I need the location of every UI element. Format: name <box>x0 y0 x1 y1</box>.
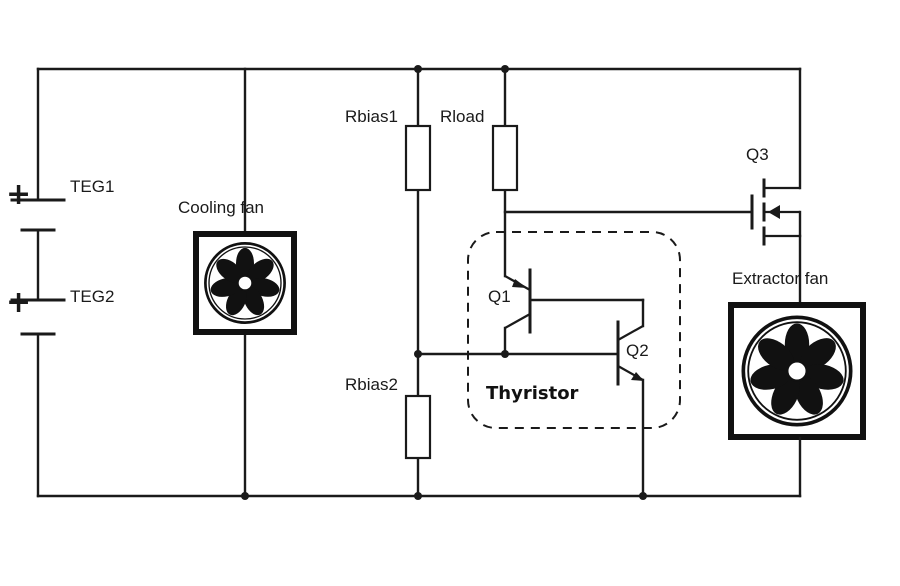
teg1-label: TEG1 <box>70 177 114 196</box>
junction-dots <box>241 65 647 500</box>
cooling-fan-label: Cooling fan <box>178 198 264 217</box>
teg2-battery: + TEG2 <box>6 285 114 336</box>
q1-label: Q1 <box>488 287 511 306</box>
teg1-plus-sign: + <box>6 177 31 212</box>
q1-transistor <box>503 268 645 356</box>
junction-dot <box>501 65 509 73</box>
q2-label: Q2 <box>626 341 649 360</box>
teg2-label: TEG2 <box>70 287 114 306</box>
teg2-plus-sign: + <box>6 285 31 320</box>
junction-dot <box>639 492 647 500</box>
extractor-fan-label: Extractor fan <box>732 269 828 288</box>
q2-transistor <box>616 298 645 498</box>
junction-dot <box>241 492 249 500</box>
rbias1-label: Rbias1 <box>345 107 398 126</box>
junction-dot <box>501 350 509 358</box>
teg1-battery: + TEG1 <box>6 177 114 232</box>
q3-label: Q3 <box>746 145 769 164</box>
q3-mosfet <box>750 67 802 304</box>
thyristor-label: Thyristor <box>486 383 579 404</box>
junction-dot <box>414 350 422 358</box>
junction-dot <box>414 65 422 73</box>
junction-dot <box>414 492 422 500</box>
rload-label: Rload <box>440 107 484 126</box>
rbias2-resistor <box>404 394 432 460</box>
rload-resistor <box>491 124 519 192</box>
cooling-fan-icon <box>193 231 297 335</box>
extractor-fan-icon <box>728 302 866 440</box>
rbias1-resistor <box>404 124 432 192</box>
load-branch <box>503 67 754 278</box>
rbias2-label: Rbias2 <box>345 375 398 394</box>
